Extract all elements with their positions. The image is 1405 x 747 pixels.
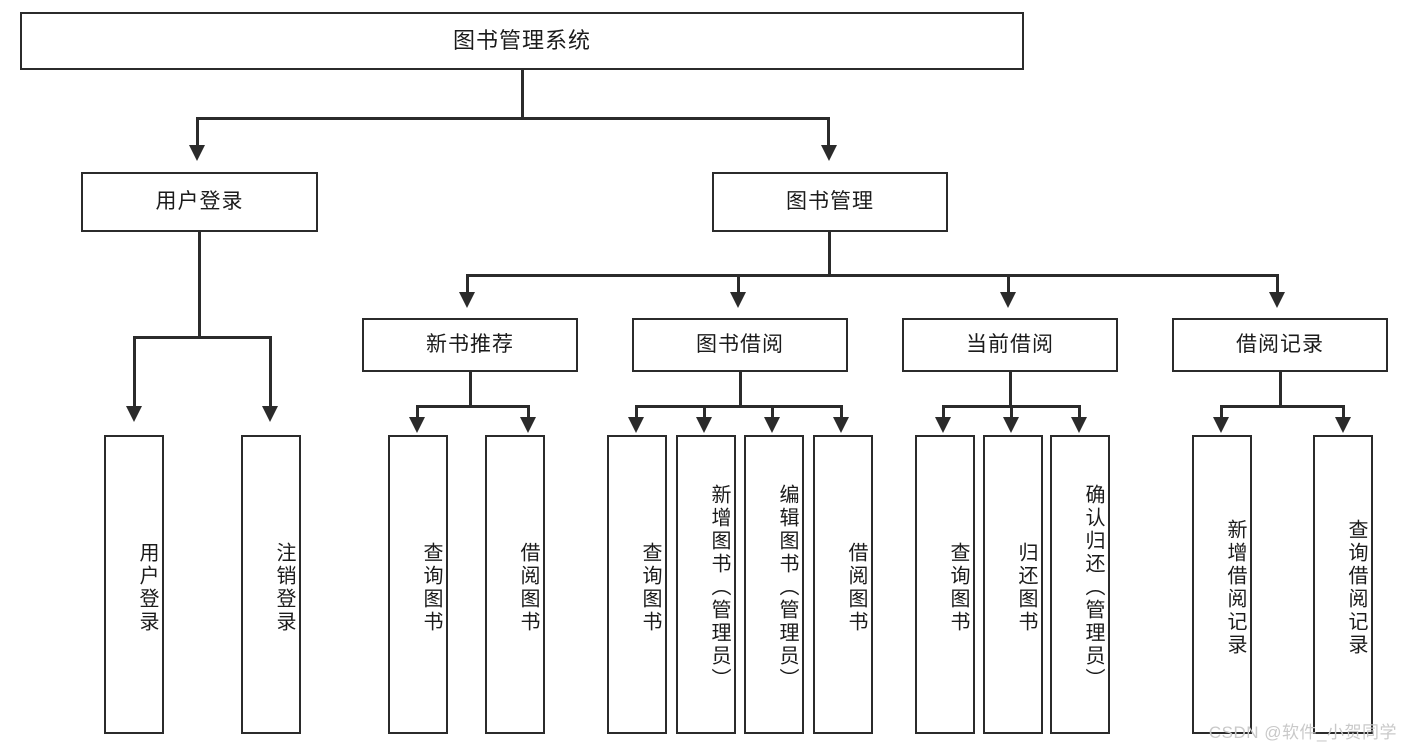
arrowhead-book-borrow-child-1	[628, 417, 644, 433]
leaf-label: 归还图书	[1015, 541, 1037, 634]
connector-book-manage-child-2	[737, 274, 740, 294]
leaf-book-borrow-query-book[interactable]: 查询图书	[607, 435, 667, 734]
connector-new-book-child-1	[416, 405, 419, 419]
arrowhead-root-to-book-manage	[821, 145, 837, 161]
arrowhead-book-borrow-child-2	[696, 417, 712, 433]
leaf-label: 确认归还（管理员）	[1082, 484, 1104, 691]
connector-book-manage-child-1	[466, 274, 469, 294]
connector-borrow-record-child-1	[1220, 405, 1223, 419]
leaf-label: 新增图书（管理员）	[708, 484, 730, 691]
leaf-label: 查询图书	[947, 541, 969, 634]
connector-borrow-record-bus	[1220, 405, 1345, 408]
connector-new-book-stem	[469, 372, 472, 405]
node-borrow-record[interactable]: 借阅记录	[1172, 318, 1388, 372]
leaf-book-borrow-edit-book[interactable]: 编辑图书（管理员）	[744, 435, 804, 734]
leaf-label: 借阅图书	[517, 541, 539, 634]
leaf-label: 新增借阅记录	[1224, 518, 1246, 657]
leaf-book-borrow-add-book[interactable]: 新增图书（管理员）	[676, 435, 736, 734]
arrowhead-borrow-record-child-2	[1335, 417, 1351, 433]
connector-book-borrow-child-1	[635, 405, 638, 419]
connector-root-to-book-manage	[827, 117, 830, 147]
connector-root-to-user-login	[196, 117, 199, 147]
leaf-book-borrow-borrow-book[interactable]: 借阅图书	[813, 435, 873, 734]
node-current-borrow[interactable]: 当前借阅	[902, 318, 1118, 372]
connector-root-stem	[521, 70, 524, 117]
leaf-label: 查询借阅记录	[1345, 518, 1367, 657]
connector-book-borrow-child-4	[840, 405, 843, 419]
leaf-current-borrow-confirm-return[interactable]: 确认归还（管理员）	[1050, 435, 1110, 734]
node-root-system[interactable]: 图书管理系统	[20, 12, 1024, 70]
arrowhead-book-manage-child-3	[1000, 292, 1016, 308]
arrowhead-new-book-child-2	[520, 417, 536, 433]
arrowhead-root-to-user-login	[189, 145, 205, 161]
arrowhead-current-borrow-child-1	[935, 417, 951, 433]
leaf-current-borrow-query-book[interactable]: 查询图书	[915, 435, 975, 734]
arrowhead-user-login-child-2	[262, 406, 278, 422]
arrowhead-current-borrow-child-3	[1071, 417, 1087, 433]
leaf-new-book-query-book[interactable]: 查询图书	[388, 435, 448, 734]
connector-book-borrow-bus	[635, 405, 843, 408]
connector-user-login-child-2	[269, 336, 272, 408]
arrowhead-current-borrow-child-2	[1003, 417, 1019, 433]
leaf-label: 查询图书	[420, 541, 442, 634]
leaf-current-borrow-return-book[interactable]: 归还图书	[983, 435, 1043, 734]
node-user-login[interactable]: 用户登录	[81, 172, 318, 232]
arrowhead-book-manage-child-2	[730, 292, 746, 308]
connector-borrow-record-stem	[1279, 372, 1282, 405]
arrowhead-book-borrow-child-4	[833, 417, 849, 433]
leaf-label: 查询图书	[639, 541, 661, 634]
connector-new-book-bus	[416, 405, 530, 408]
leaf-label: 编辑图书（管理员）	[776, 484, 798, 691]
arrowhead-borrow-record-child-1	[1213, 417, 1229, 433]
arrowhead-book-manage-child-4	[1269, 292, 1285, 308]
leaf-borrow-record-query-record[interactable]: 查询借阅记录	[1313, 435, 1373, 734]
connector-current-borrow-child-1	[942, 405, 945, 419]
leaf-borrow-record-add-record[interactable]: 新增借阅记录	[1192, 435, 1252, 734]
connector-current-borrow-stem	[1009, 372, 1012, 405]
csdn-watermark: CSDN @软件_小贺同学	[1208, 723, 1397, 742]
connector-user-login-bus	[133, 336, 271, 339]
arrowhead-user-login-child-1	[126, 406, 142, 422]
connector-book-borrow-child-3	[771, 405, 774, 419]
connector-book-borrow-child-2	[703, 405, 706, 419]
connector-user-login-stem	[198, 232, 201, 336]
leaf-user-login-login[interactable]: 用户登录	[104, 435, 164, 734]
leaf-label: 注销登录	[273, 541, 295, 634]
connector-current-borrow-child-3	[1078, 405, 1081, 419]
connector-new-book-child-2	[527, 405, 530, 419]
node-book-management[interactable]: 图书管理	[712, 172, 948, 232]
arrowhead-book-manage-child-1	[459, 292, 475, 308]
connector-borrow-record-child-2	[1342, 405, 1345, 419]
leaf-label: 借阅图书	[845, 541, 867, 634]
arrowhead-new-book-child-1	[409, 417, 425, 433]
connector-book-borrow-stem	[739, 372, 742, 405]
leaf-label: 用户登录	[136, 541, 158, 634]
leaf-user-login-logout[interactable]: 注销登录	[241, 435, 301, 734]
connector-current-borrow-child-2	[1010, 405, 1013, 419]
connector-book-manage-bus	[466, 274, 1278, 277]
node-new-book-recommend[interactable]: 新书推荐	[362, 318, 578, 372]
connector-book-manage-child-4	[1276, 274, 1279, 294]
connector-book-manage-stem	[828, 232, 831, 274]
connector-root-bus	[196, 117, 830, 120]
connector-user-login-child-1	[133, 336, 136, 408]
arrowhead-book-borrow-child-3	[764, 417, 780, 433]
node-book-borrow[interactable]: 图书借阅	[632, 318, 848, 372]
connector-book-manage-child-3	[1007, 274, 1010, 294]
leaf-new-book-borrow-book[interactable]: 借阅图书	[485, 435, 545, 734]
